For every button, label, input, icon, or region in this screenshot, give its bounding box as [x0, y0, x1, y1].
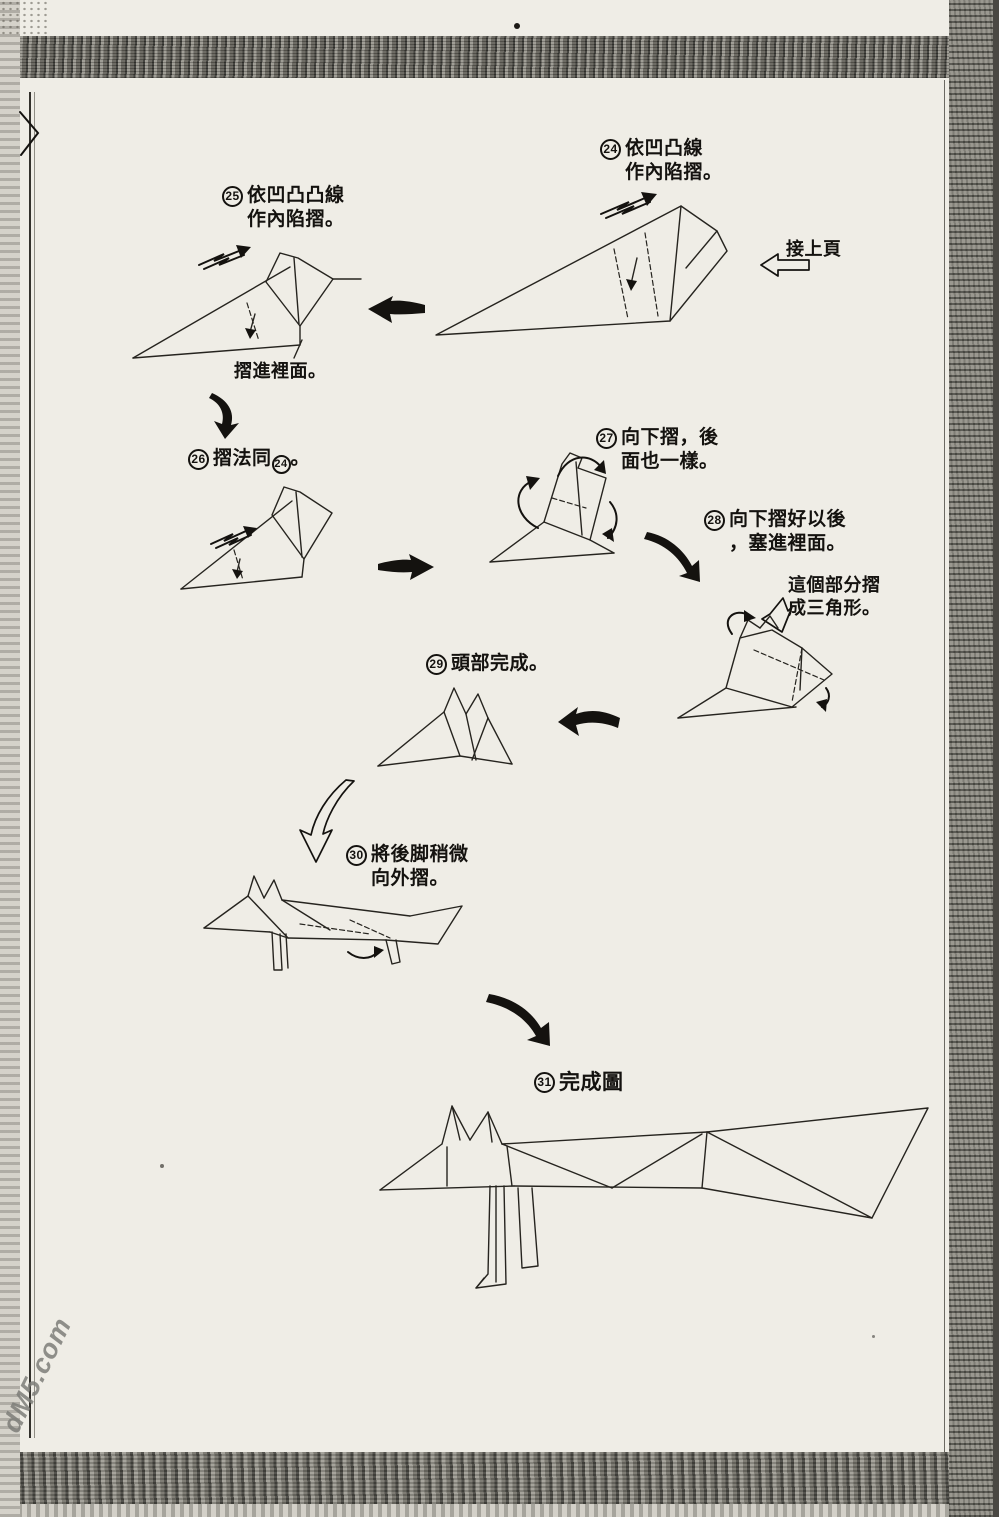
step-27-text: 向下摺，後 面也一樣。	[621, 427, 719, 472]
flow-arrow-right-icon	[378, 554, 434, 580]
step-25-label: 25 依凹凸凸線 作內陷摺。	[222, 184, 345, 232]
step-25-text: 依凹凸凸線 作內陷摺。	[247, 185, 345, 230]
step-29-text: 頭部完成。	[451, 653, 549, 674]
step-25-number-badge: 25	[222, 186, 243, 207]
step-24-reference-badge: 24	[271, 455, 291, 474]
step-24-text: 依凹凸線 作內陷摺。	[625, 138, 723, 183]
scan-noise-bottom	[0, 1452, 999, 1508]
step-31-number-badge: 31	[534, 1072, 555, 1093]
step-31-text: 完成圖	[559, 1071, 624, 1094]
ink-speck	[514, 23, 520, 29]
step-26-number-badge: 26	[188, 449, 209, 470]
step-29-label: 29 頭部完成。	[426, 652, 549, 676]
page-frame-line-left-2	[34, 92, 35, 1438]
zigzag-fold-arrow-icon	[600, 192, 657, 219]
page-frame-line-right	[944, 80, 945, 1454]
step-29-number-badge: 29	[426, 654, 447, 675]
open-arrow-down-left-big-icon	[299, 779, 355, 863]
step-27-label: 27 向下摺，後 面也一樣。	[596, 426, 719, 474]
scan-noise-left	[0, 0, 20, 1517]
ink-speck	[160, 1164, 164, 1168]
continue-arrow-icon	[760, 253, 810, 277]
step-27-diagram	[489, 452, 618, 563]
ink-speck	[872, 1335, 875, 1338]
step-26-diagram	[180, 486, 333, 590]
open-arrow-down-left-icon	[761, 597, 793, 633]
scan-noise-top	[0, 36, 999, 78]
step-30-number-badge: 30	[346, 845, 367, 866]
triangle-part-note: 這個部分摺 成三角形。	[788, 575, 881, 619]
step-27-number-badge: 27	[596, 428, 617, 449]
step-28-number-badge: 28	[704, 510, 725, 531]
continue-from-previous-label: 接上頁	[786, 239, 842, 259]
step-24-label: 24 依凹凸線 作內陷摺。	[600, 137, 723, 185]
flow-arrow-left-icon	[558, 707, 620, 736]
scan-noise-corner	[0, 0, 48, 36]
step-24-number-badge: 24	[600, 139, 621, 160]
flow-arrow-down-icon	[209, 393, 239, 439]
step-31-diagram	[379, 1105, 929, 1289]
fold-inside-note: 摺進裡面。	[234, 361, 327, 381]
step-25-diagram	[132, 252, 362, 359]
flow-arrow-left-icon	[368, 296, 425, 323]
step-30-label: 30 將後脚稍微 向外摺。	[346, 843, 469, 891]
step-28-diagram	[677, 610, 833, 719]
zigzag-fold-arrow-icon	[210, 526, 257, 549]
scan-noise-bottom-edge	[0, 1504, 999, 1517]
scan-mark-icon	[19, 111, 40, 156]
scan-noise-right	[949, 0, 999, 1517]
step-30-diagram	[203, 875, 463, 971]
step-24-diagram	[435, 205, 728, 336]
zigzag-fold-arrow-icon	[198, 245, 251, 270]
step-28-text: 向下摺好以後 ，塞進裡面。	[729, 509, 847, 554]
flow-arrow-down-right-icon	[644, 532, 700, 582]
step-30-text: 將後脚稍微 向外摺。	[371, 844, 469, 889]
leader-line	[293, 339, 303, 359]
step-29-diagram	[377, 687, 513, 767]
page-frame-line-left	[29, 92, 31, 1438]
step-31-label: 31 完成圖	[534, 1070, 624, 1096]
flow-arrow-down-right-icon	[486, 994, 550, 1046]
step-28-label: 28 向下摺好以後 ，塞進裡面。	[704, 508, 846, 556]
